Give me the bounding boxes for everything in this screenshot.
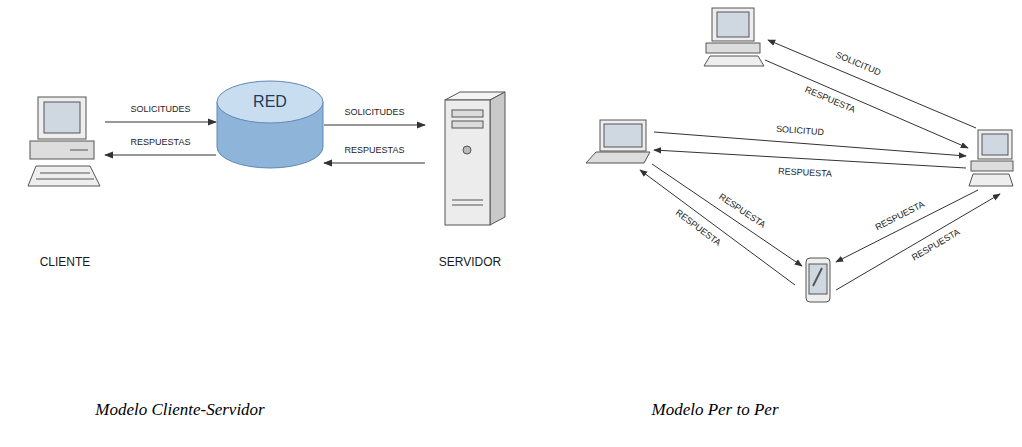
connector-arrow bbox=[105, 122, 216, 123]
server-icon bbox=[445, 92, 505, 225]
peer-desktop-icon bbox=[704, 8, 764, 66]
edge-label: RESPUESTAS bbox=[343, 145, 407, 156]
server-node: SERVIDOR bbox=[425, 90, 515, 275]
edge-label: SOLICITUDES bbox=[128, 104, 192, 115]
response-arrow bbox=[654, 150, 966, 168]
network-cylinder: RED bbox=[216, 80, 324, 170]
response-arrow bbox=[652, 164, 802, 266]
figure-caption: Modelo Per to Per bbox=[652, 400, 779, 420]
peer-arrows bbox=[640, 40, 1000, 290]
cylinder-top bbox=[217, 81, 323, 123]
client-node: CLIENTE bbox=[25, 90, 105, 275]
arrow-label: SOLICITUD bbox=[832, 49, 884, 79]
figure-caption: Modelo Cliente-Servidor bbox=[95, 400, 265, 420]
connector-arrow bbox=[105, 155, 216, 156]
connector-arrow bbox=[324, 125, 425, 126]
response-arrow bbox=[640, 170, 795, 285]
request-arrow bbox=[768, 40, 976, 128]
arrow-label: SOLICITUD bbox=[774, 124, 827, 139]
edge-label: RESPUESTAS bbox=[129, 137, 193, 148]
peer-phone-icon bbox=[806, 258, 830, 302]
peer-laptop-icon bbox=[586, 120, 650, 163]
arrow-label: RESPUESTA bbox=[872, 198, 929, 234]
client-computer-icon bbox=[28, 97, 100, 186]
response-arrow bbox=[836, 194, 1000, 290]
connector-arrow bbox=[324, 163, 425, 164]
arrow-label: RESPUESTA bbox=[776, 166, 834, 180]
node-label: CLIENTE bbox=[40, 255, 91, 269]
node-label: RED bbox=[253, 93, 287, 111]
node-label: SERVIDOR bbox=[439, 255, 501, 269]
edge-label: SOLICITUDES bbox=[342, 107, 406, 118]
peer-desktop-icon bbox=[969, 130, 1013, 186]
